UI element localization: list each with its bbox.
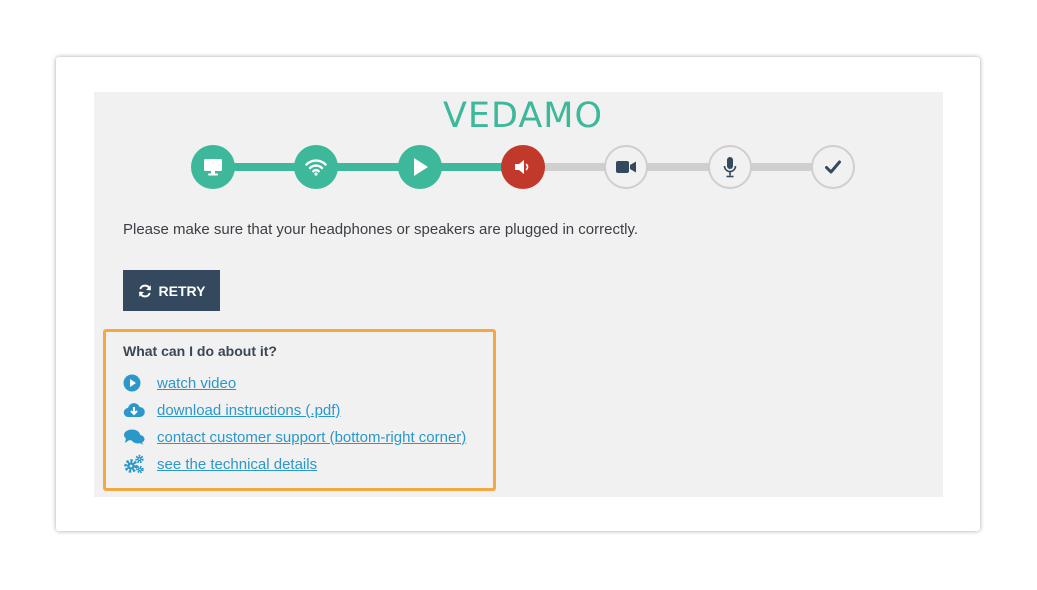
technical-details-link[interactable]: see the technical details xyxy=(157,455,318,473)
step-microphone xyxy=(708,145,752,189)
refresh-icon xyxy=(138,284,151,297)
step-display xyxy=(191,145,235,189)
step-connection xyxy=(294,145,338,189)
video-camera-icon xyxy=(616,161,636,173)
checkmark-icon xyxy=(825,160,841,174)
stepper-track-pending xyxy=(522,163,834,171)
stepper-track-done xyxy=(213,163,522,171)
vedamo-logo: VEDAMO xyxy=(442,96,604,136)
wifi-icon xyxy=(305,159,327,176)
step-playback xyxy=(398,145,442,189)
gears-icon xyxy=(123,454,145,474)
help-box xyxy=(103,329,496,491)
microphone-icon xyxy=(723,157,737,178)
retry-button[interactable]: RETRY xyxy=(123,270,220,311)
help-item-technical: see the technical details xyxy=(123,454,317,474)
retry-button-label: RETRY xyxy=(158,282,206,299)
cloud-download-icon xyxy=(123,400,145,420)
status-message: Please make sure that your headphones or… xyxy=(123,221,639,238)
watch-video-link[interactable]: watch video xyxy=(157,374,237,392)
monitor-icon xyxy=(204,159,222,176)
play-icon xyxy=(414,158,428,176)
help-item-video: watch video xyxy=(123,373,236,393)
step-speakers xyxy=(501,145,545,189)
download-instructions-link[interactable]: download instructions (.pdf) xyxy=(157,401,341,419)
chat-bubbles-icon xyxy=(123,427,145,447)
help-title: What can I do about it? xyxy=(123,343,277,359)
contact-support-link[interactable]: contact customer support (bottom-right c… xyxy=(157,428,467,446)
play-circle-icon xyxy=(123,373,145,393)
speaker-icon xyxy=(515,160,529,174)
step-camera xyxy=(604,145,648,189)
step-complete xyxy=(811,145,855,189)
help-item-download: download instructions (.pdf) xyxy=(123,400,340,420)
setup-stepper xyxy=(191,145,856,189)
help-item-support: contact customer support (bottom-right c… xyxy=(123,427,466,447)
